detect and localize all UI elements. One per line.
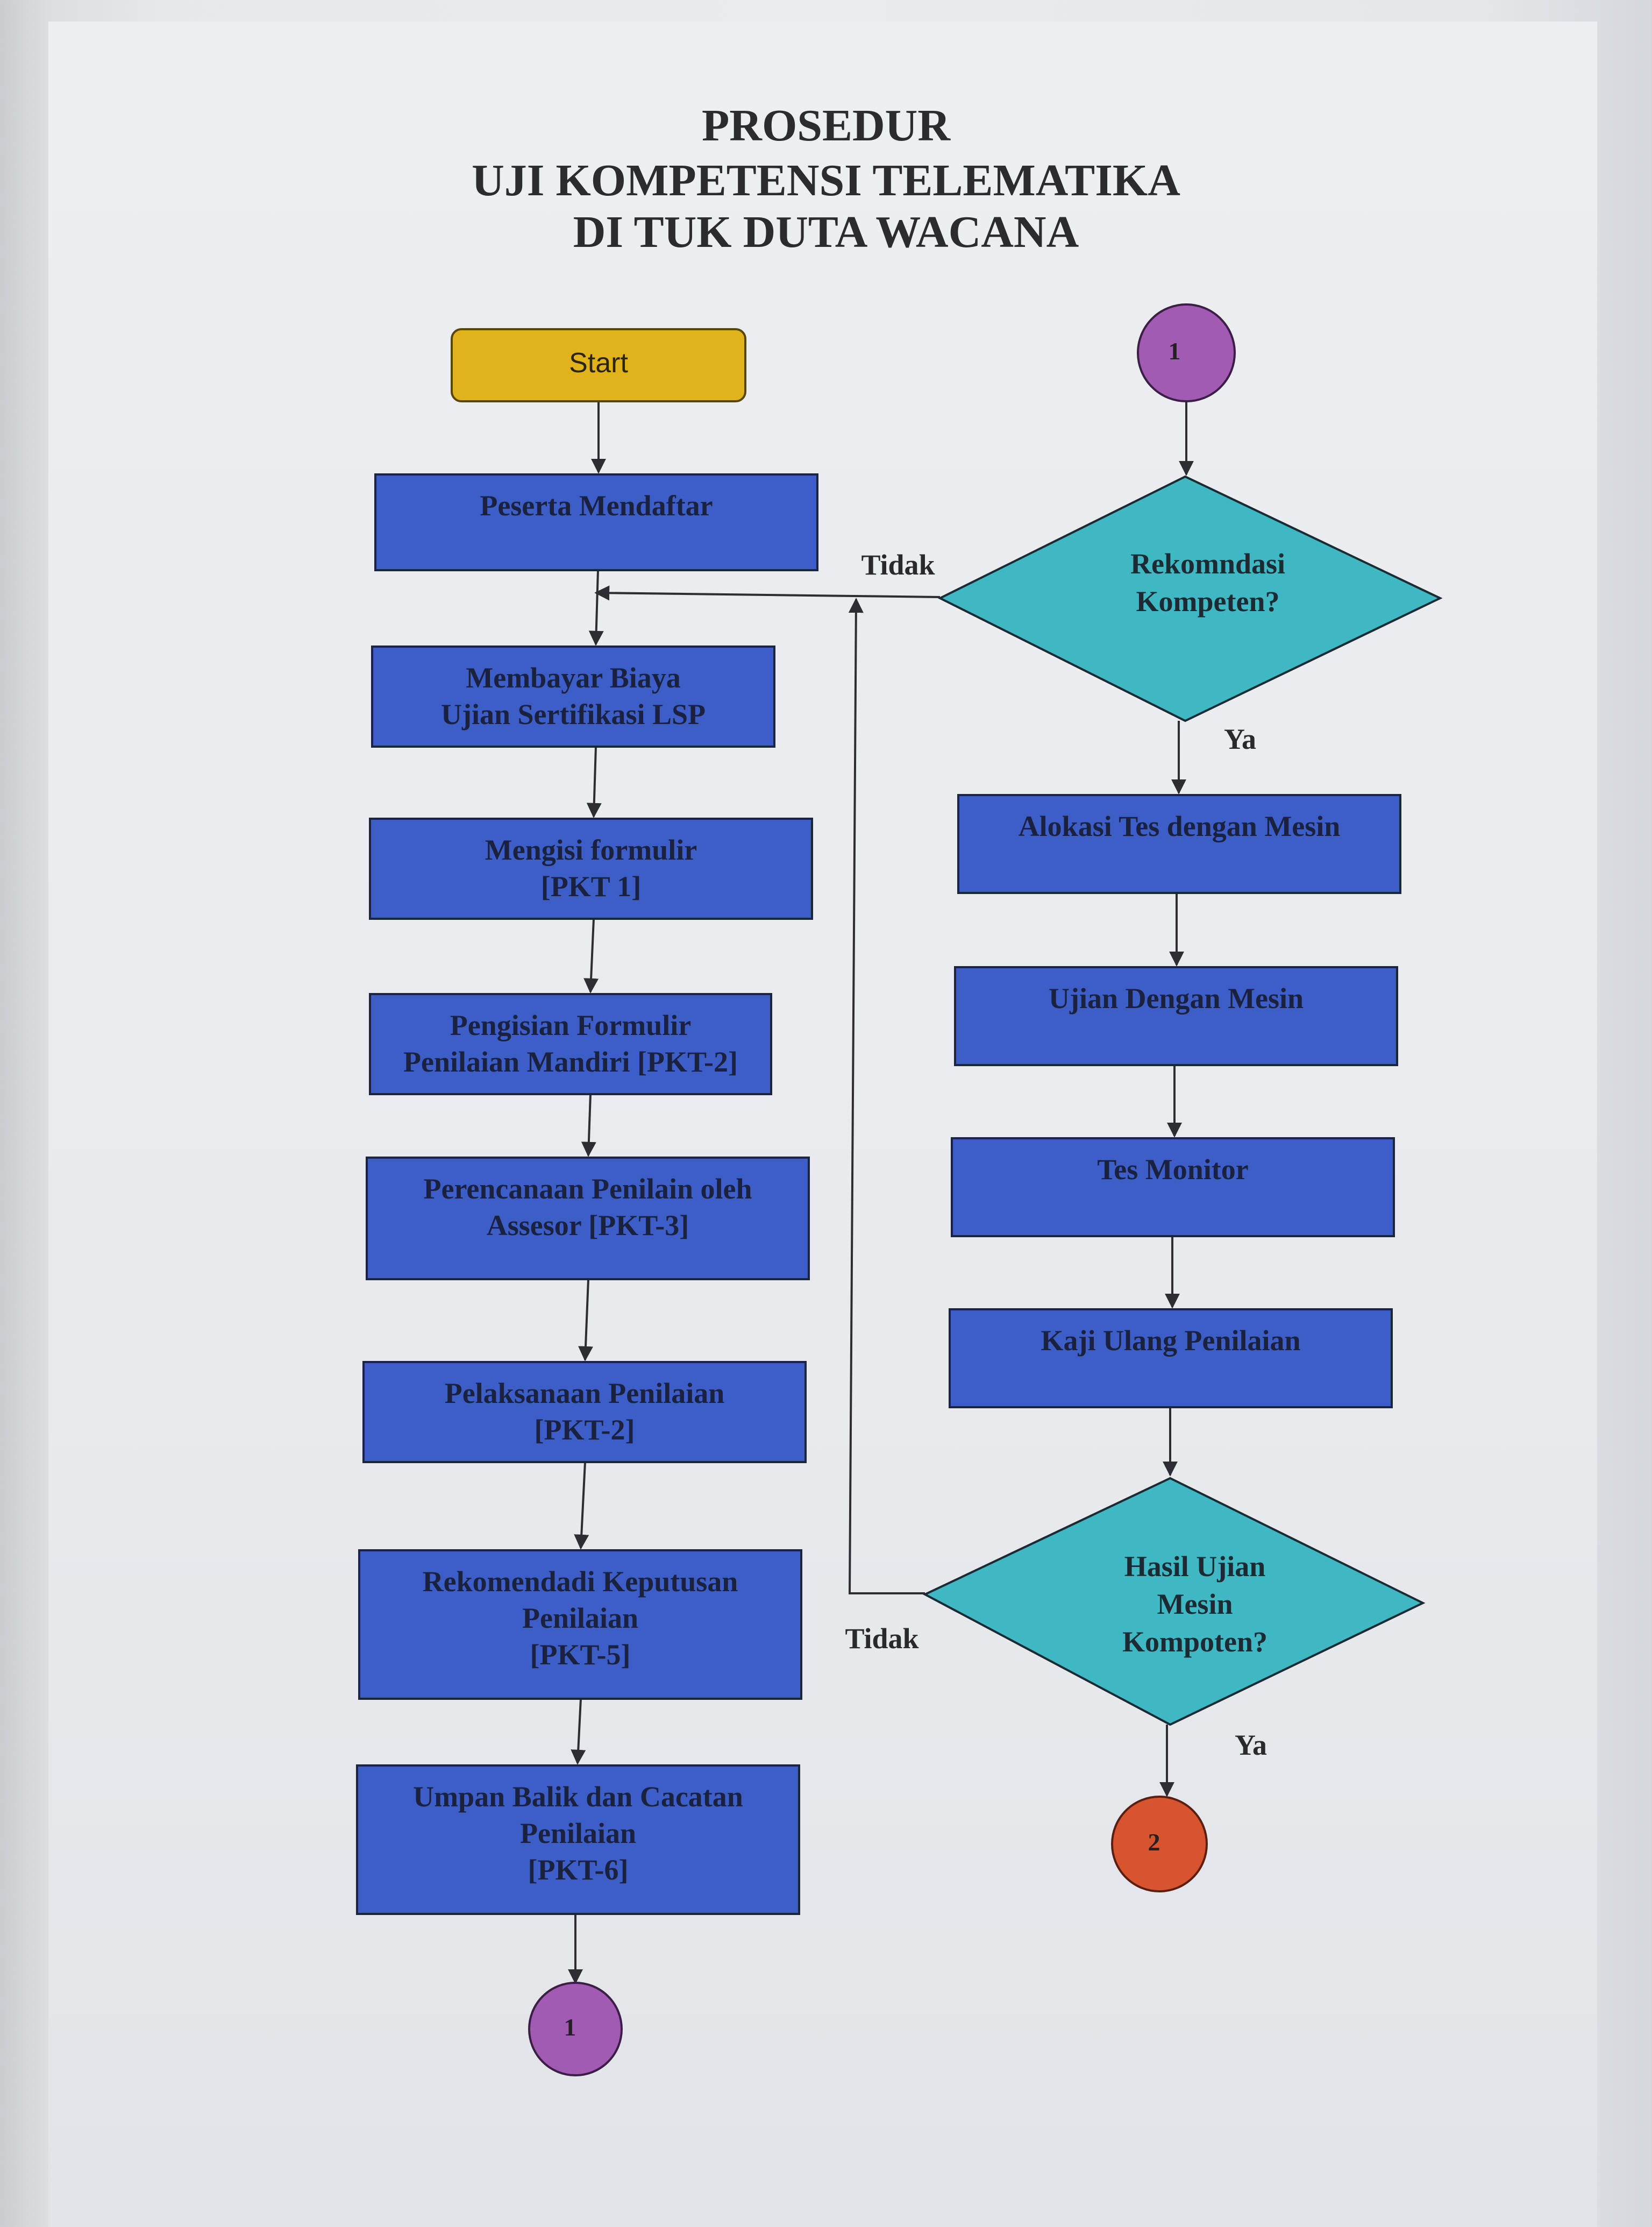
- connector-1-start-label-line-1: 1: [1169, 337, 1181, 365]
- title-line-1: PROSEDUR: [701, 101, 951, 151]
- left-step-4: [369, 993, 772, 1095]
- left-step-4-label-line-2: Penilaian Mandiri [PKT-2]: [403, 1046, 738, 1078]
- left-step-7-label-line-1: Rekomendadi Keputusan: [423, 1565, 738, 1598]
- left-step-2-label-line-2: Ujian Sertifikasi LSP: [441, 698, 706, 730]
- decision-hasil-ujian-label-line-3: Kompoten?: [1122, 1626, 1268, 1658]
- paper-sheet: [48, 22, 1597, 2227]
- right-step-3-label-line-1: Tes Monitor: [1097, 1153, 1249, 1186]
- right-step-1-label-line-1: Alokasi Tes dengan Mesin: [1019, 810, 1341, 842]
- left-step-7-label-line-3: [PKT-5]: [530, 1639, 631, 1671]
- right-step-4-label-line-1: Kaji Ulang Penilaian: [1041, 1324, 1300, 1357]
- connector-1-end: [528, 1982, 623, 2076]
- left-step-1: [374, 473, 818, 571]
- left-step-1-label-line-1: Peserta Mendaftar: [480, 490, 713, 522]
- left-step-4-label-line-1: Pengisian Formulir: [450, 1009, 691, 1041]
- connector-1-end-label-line-1: 1: [564, 2013, 576, 2041]
- flow-edges: [568, 401, 1194, 1984]
- start-label-line-1: Start: [569, 347, 628, 379]
- decision-rekomendasi-label-line-2: Kompeten?: [1136, 585, 1280, 618]
- left-step-8-label-line-1: Umpan Balik dan Cacatan: [413, 1781, 743, 1813]
- left-step-8-label-line-3: [PKT-6]: [528, 1854, 629, 1886]
- left-step-7-label-line-2: Penilaian: [522, 1602, 638, 1634]
- left-step-6-label-line-1: Pelaksanaan Penilaian: [445, 1377, 725, 1409]
- decision-rekomendasi: [937, 475, 1443, 722]
- decision-hasil-ujian-label-line-2: Mesin: [1157, 1588, 1233, 1620]
- start-terminator: [451, 328, 746, 402]
- arrow-left-3-to-4: [583, 918, 599, 994]
- left-step-2: [371, 646, 775, 748]
- arrow-left-7-to-8: [571, 1698, 586, 1765]
- arrow-left-6-to-7: [574, 1462, 589, 1550]
- right-step-2: [954, 966, 1398, 1066]
- label-ya-1-line-1: Ya: [1224, 723, 1256, 755]
- connector-1-start: [1137, 303, 1236, 402]
- decision-hasil-ujian-label-line-1: Hasil Ujian: [1124, 1550, 1266, 1583]
- right-step-3: [951, 1137, 1395, 1237]
- arrow-left-1-to-2: [588, 570, 604, 646]
- arrow-left-4-to-5: [581, 1094, 596, 1157]
- right-step-2-label-line-1: Ujian Dengan Mesin: [1049, 982, 1304, 1015]
- left-step-3: [369, 818, 813, 920]
- arrow-decision2-no: [848, 598, 925, 1594]
- arrow-decision1-no: [594, 585, 941, 601]
- left-step-7: [358, 1549, 802, 1700]
- connector-2-label-line-1: 2: [1148, 1828, 1160, 1856]
- title-line-3: DI TUK DUTA WACANA: [573, 207, 1079, 257]
- connector-2: [1111, 1796, 1208, 1892]
- right-step-4: [949, 1308, 1393, 1408]
- decision-rekomendasi-label-line-1: Rekomndasi: [1130, 548, 1285, 580]
- left-step-8-label-line-2: Penilaian: [520, 1817, 636, 1849]
- arrow-left-2-to-3: [586, 746, 602, 818]
- left-step-6-label-line-2: [PKT-2]: [535, 1414, 635, 1446]
- decision-hasil-ujian: [922, 1477, 1426, 1726]
- label-tidak-1-line-1: Tidak: [861, 549, 935, 581]
- left-step-5: [366, 1157, 810, 1280]
- title-line-2: UJI KOMPETENSI TELEMATIKA: [472, 155, 1180, 205]
- left-step-6: [362, 1361, 807, 1463]
- left-step-8: [356, 1764, 800, 1915]
- left-step-5-label-line-2: Assesor [PKT-3]: [487, 1209, 689, 1242]
- right-step-1: [957, 794, 1401, 894]
- label-ya-2-line-1: Ya: [1235, 1729, 1267, 1761]
- arrow-left-5-to-6: [578, 1279, 593, 1361]
- left-step-3-label-line-1: Mengisi formulir: [485, 834, 697, 866]
- left-step-3-label-line-2: [PKT 1]: [541, 870, 642, 903]
- label-tidak-2-line-1: Tidak: [845, 1622, 918, 1655]
- left-step-5-label-line-1: Perencanaan Penilain oleh: [423, 1173, 752, 1205]
- left-step-2-label-line-1: Membayar Biaya: [466, 662, 680, 694]
